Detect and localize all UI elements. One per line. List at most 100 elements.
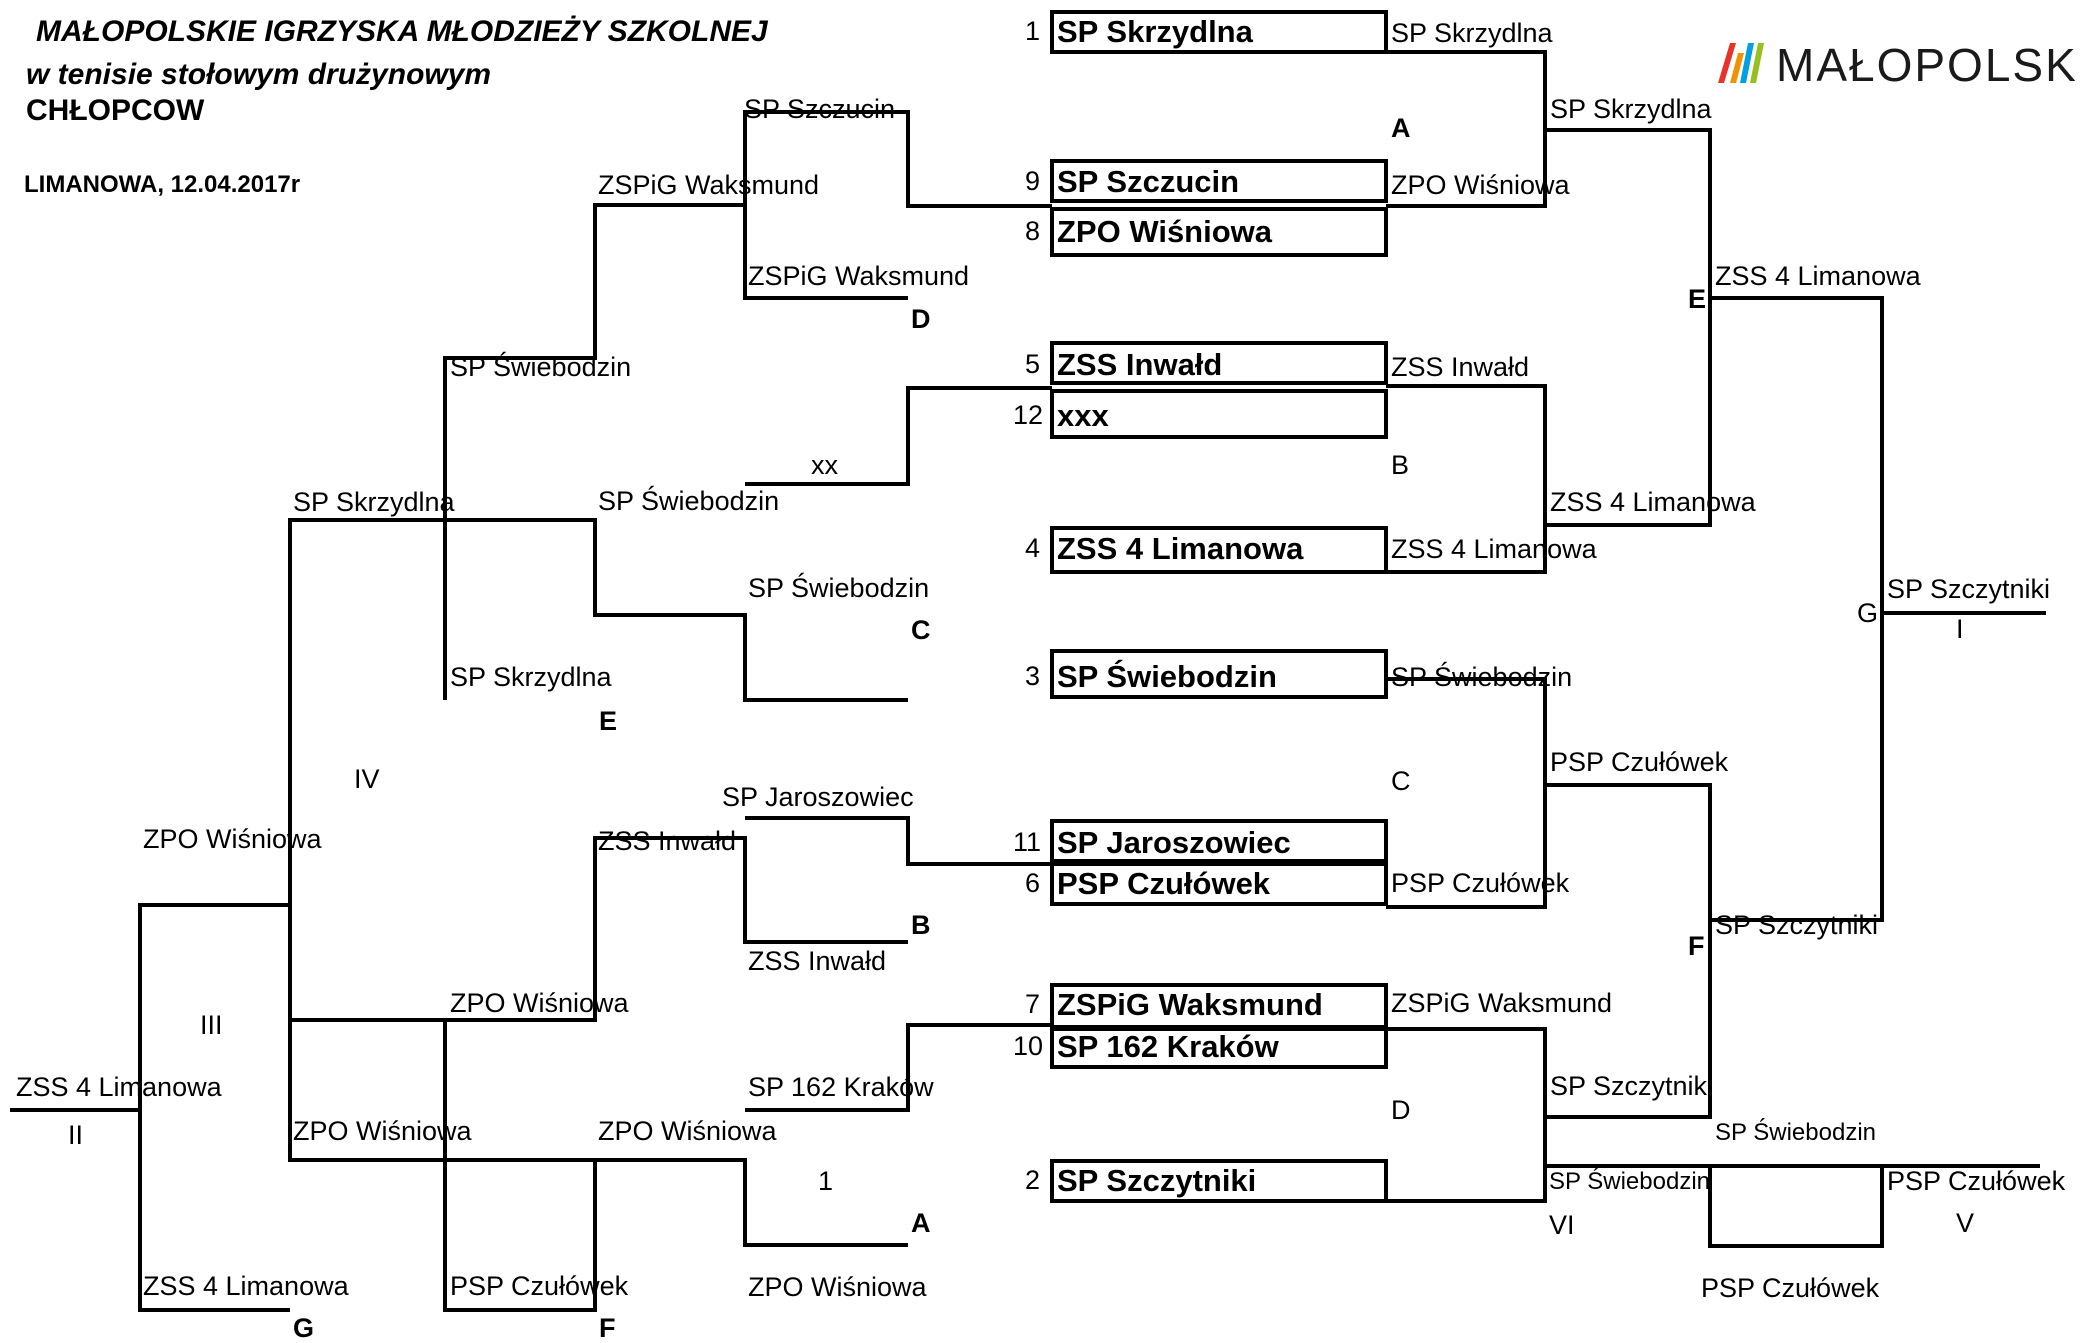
seed-team: SP Szczytniki <box>1057 1163 1257 1198</box>
left-label: ZPO Wiśniowa <box>450 988 629 1018</box>
left-label: PSP Czułówek <box>450 1271 629 1301</box>
seed-box <box>1050 862 1388 906</box>
seed-box <box>1050 1159 1388 1203</box>
malopolska-logo: MAŁOPOLSK <box>1716 30 2084 91</box>
left-label: ZPO Wiśniowa <box>293 1116 472 1146</box>
marker-f-left: F <box>599 1313 616 1343</box>
left-label: SP Świebodzin <box>598 486 780 516</box>
seed-box <box>1050 649 1388 699</box>
place-v: V <box>1956 1208 1975 1238</box>
logo-icon <box>1718 43 1764 83</box>
left-label: SP 162 Kraków <box>748 1072 934 1102</box>
right-qf-label: PSP Czułówek <box>1550 747 1729 777</box>
seed-number: 2 <box>1025 1165 1041 1195</box>
right-qf-label: ZSS 4 Limanowa <box>1550 487 1756 517</box>
left-label: ZSS Inwałd <box>748 946 887 976</box>
left-label: 1 <box>818 1166 834 1196</box>
seed-number: 1 <box>1025 16 1041 46</box>
seed-number: 9 <box>1025 166 1041 196</box>
title-line2: w tenisie stołowym drużynowym <box>26 58 492 91</box>
marker-b: B <box>1391 450 1410 480</box>
left-label: SP Jaroszowiec <box>722 782 914 812</box>
winner-label: SP Szczytniki <box>1887 574 2051 604</box>
event-date: LIMANOWA, 12.04.2017r <box>24 171 301 198</box>
title-line3: CHŁOPCOW <box>26 94 205 127</box>
left-label: xx <box>811 450 838 480</box>
seed-box <box>1050 526 1388 574</box>
marker-d-left: D <box>911 304 931 334</box>
marker-c-left: C <box>911 615 931 645</box>
seed-team: SP 162 Kraków <box>1057 1029 1279 1064</box>
third-place-label: PSP Czułówek <box>1701 1273 1880 1303</box>
left-label: SP Szczucin <box>744 94 896 124</box>
left-label: ZSS 4 Limanowa <box>16 1072 222 1102</box>
third-place-label: PSP Czułówek <box>1887 1166 2066 1196</box>
seed-number: 4 <box>1025 533 1041 563</box>
seed-team: ZSS Inwałd <box>1057 347 1223 382</box>
left-label: SP Świebodzin <box>748 573 930 603</box>
seed-team: SP Świebodzin <box>1057 659 1277 694</box>
right-r1-label: SP Świebodzin <box>1391 662 1573 692</box>
seed-box <box>1050 159 1388 203</box>
seed-number: 3 <box>1025 661 1041 691</box>
place-ii: II <box>68 1120 84 1150</box>
seed-box <box>1050 10 1388 54</box>
left-label: SP Świebodzin <box>450 352 632 382</box>
third-place-label: SP Świebodzin <box>1715 1119 1876 1146</box>
left-label: ZSPiG Waksmund <box>598 170 820 200</box>
seed-box <box>1050 819 1388 863</box>
round-iv: IV <box>354 764 380 794</box>
left-label: ZPO Wiśniowa <box>143 824 322 854</box>
right-r1-label: SP Skrzydlna <box>1391 18 1553 48</box>
marker-a-left: A <box>911 1208 931 1238</box>
seed-number: 11 <box>1013 827 1042 857</box>
title-line1: MAŁOPOLSKIE IGRZYSKA MŁODZIEŻY SZKOLNEJ <box>36 15 768 48</box>
left-label: ZPO Wiśniowa <box>748 1272 927 1302</box>
right-qf-label: SP Skrzydlna <box>1550 94 1712 124</box>
right-r1-label: ZPO Wiśniowa <box>1391 170 1570 200</box>
marker-d: D <box>1391 1095 1411 1125</box>
seed-number: 12 <box>1013 400 1044 430</box>
seed-number: 6 <box>1025 868 1041 898</box>
seed-team: PSP Czułówek <box>1057 866 1271 901</box>
right-r1-label: PSP Czułówek <box>1391 868 1570 898</box>
left-label: SP Skrzydlna <box>293 487 455 517</box>
left-label: ZSPiG Waksmund <box>748 261 970 291</box>
marker-g-left: G <box>293 1313 315 1343</box>
seed-team: ZPO Wiśniowa <box>1057 214 1273 249</box>
right-sf-label: SP Szczytniki <box>1715 910 1879 940</box>
right-r1-label: ZSPiG Waksmund <box>1391 988 1613 1018</box>
round-iii: III <box>200 1010 223 1040</box>
place-i: I <box>1956 614 1964 644</box>
right-sf-label: ZSS 4 Limanowa <box>1715 261 1921 291</box>
left-label: ZPO Wiśniowa <box>598 1116 777 1146</box>
left-label: ZSS Inwałd <box>598 826 737 856</box>
marker-e-left: E <box>599 706 618 736</box>
seed-box <box>1050 207 1388 257</box>
seed-number: 8 <box>1025 216 1041 246</box>
left-label: SP Skrzydlna <box>450 662 612 692</box>
seed-number: 7 <box>1025 989 1041 1019</box>
place-vi: VI <box>1549 1210 1575 1240</box>
logo-text: MAŁOPOLSK <box>1776 39 2078 91</box>
seed-team: xxx <box>1057 398 1109 433</box>
marker-a: A <box>1391 113 1411 143</box>
marker-e: E <box>1688 284 1707 314</box>
seed-team: SP Szczucin <box>1057 164 1240 199</box>
seed-team: SP Jaroszowiec <box>1057 825 1291 860</box>
marker-b-left: B <box>911 910 931 940</box>
marker-c: C <box>1391 766 1411 796</box>
third-place-label: SP Świebodzin <box>1549 1168 1710 1195</box>
seed-number: 10 <box>1013 1031 1044 1061</box>
right-r1-label: ZSS Inwałd <box>1391 352 1530 382</box>
right-r1-label: ZSS 4 Limanowa <box>1391 534 1597 564</box>
left-label: ZSS 4 Limanowa <box>143 1271 349 1301</box>
seed-box <box>1050 341 1388 385</box>
seed-number: 5 <box>1025 349 1041 379</box>
seed-box <box>1050 1025 1388 1069</box>
marker-f: F <box>1688 931 1705 961</box>
seed-box <box>1050 389 1388 439</box>
seed-team: ZSPiG Waksmund <box>1057 987 1323 1022</box>
